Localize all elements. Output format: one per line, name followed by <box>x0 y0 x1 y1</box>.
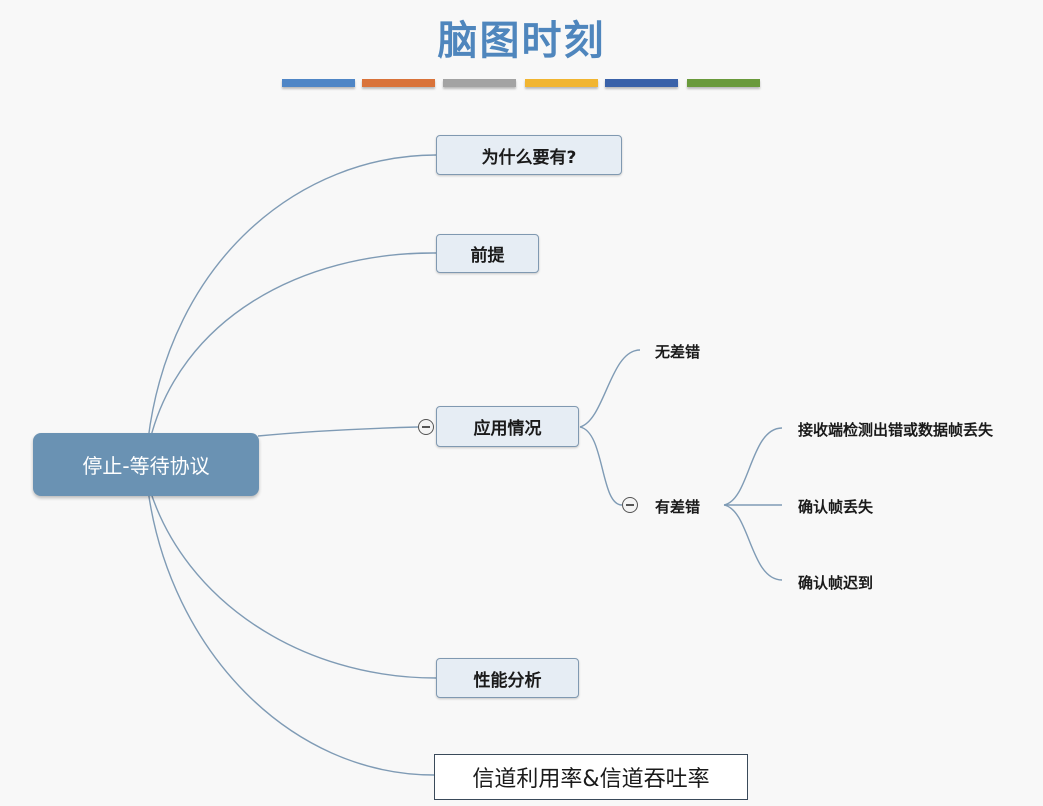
root-node[interactable]: 停止-等待协议 <box>33 433 259 496</box>
branch-performance[interactable]: 性能分析 <box>436 658 579 698</box>
link-app-noerror <box>579 349 641 428</box>
node-error-case-1[interactable]: 接收端检测出错或数据帧丢失 <box>798 421 994 439</box>
node-error-case-3[interactable]: 确认帧迟到 <box>798 574 874 592</box>
link-root-channel <box>147 489 435 776</box>
color-bar-1 <box>282 79 355 87</box>
link-err-case1 <box>723 427 783 506</box>
node-error-case-2[interactable]: 确认帧丢失 <box>798 498 874 516</box>
link-app-witherror <box>579 426 623 506</box>
branch-application[interactable]: 应用情况 <box>436 406 579 447</box>
node-with-error[interactable]: 有差错 <box>655 498 701 516</box>
color-bar-5 <box>605 79 678 87</box>
branch-channel-utilization[interactable]: 信道利用率&信道吞吐率 <box>434 754 748 800</box>
collapse-witherror-button[interactable] <box>622 497 638 513</box>
color-bar-3 <box>443 79 516 87</box>
color-bar-6 <box>687 79 760 87</box>
link-root-why <box>147 154 437 441</box>
collapse-application-button[interactable] <box>418 419 434 435</box>
link-root-application <box>257 426 419 437</box>
color-bar-2 <box>362 79 435 87</box>
link-err-case3 <box>723 504 783 581</box>
link-root-premise <box>149 252 437 441</box>
link-root-performance <box>149 489 437 679</box>
branch-why[interactable]: 为什么要有? <box>436 135 622 175</box>
branch-premise[interactable]: 前提 <box>436 234 539 273</box>
color-bar-4 <box>525 79 598 87</box>
page-title: 脑图时刻 <box>437 18 606 64</box>
node-no-error[interactable]: 无差错 <box>655 343 701 361</box>
